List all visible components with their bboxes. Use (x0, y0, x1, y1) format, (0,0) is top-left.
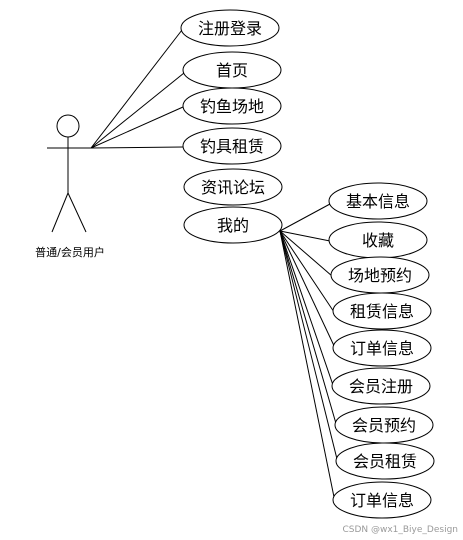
uc-rental-info-label: 租赁信息 (350, 302, 414, 321)
uc-gear-rental: 钓具租赁 (182, 127, 282, 165)
actor-left-leg (51, 192, 69, 233)
uc-rental-info: 租赁信息 (332, 292, 432, 330)
uc-member-booking: 会员预约 (334, 406, 434, 444)
uc-order-info-2: 订单信息 (332, 481, 432, 519)
uc-member-rental: 会员租赁 (335, 442, 435, 480)
uc-basic-info-label: 基本信息 (346, 192, 410, 211)
uc-home: 首页 (182, 51, 282, 89)
watermark: CSDN @wx1_Biye_Design (342, 525, 458, 535)
actor-figure (47, 114, 91, 233)
link-member-register (279, 230, 335, 389)
assoc-register-login (90, 29, 183, 149)
link-favorites (279, 230, 331, 242)
uc-venue-booking: 场地预约 (330, 256, 430, 294)
uc-member-booking-label: 会员预约 (352, 416, 416, 435)
actor-right-leg (67, 192, 87, 233)
uc-venue-booking-label: 场地预约 (348, 266, 412, 285)
uc-favorites: 收藏 (328, 221, 428, 259)
uc-mine-label: 我的 (217, 216, 249, 235)
uc-order-info: 订单信息 (332, 329, 432, 367)
assoc-home (90, 72, 185, 149)
uc-register-login-label: 注册登录 (198, 19, 262, 38)
assoc-gear-rental (90, 146, 184, 149)
uc-member-register-label: 会员注册 (349, 377, 413, 396)
link-member-rental (279, 230, 339, 464)
link-venue-booking (279, 230, 333, 277)
uc-news-forum: 资讯论坛 (183, 168, 283, 206)
uc-order-info-label: 订单信息 (350, 339, 414, 358)
uc-mine: 我的 (183, 206, 283, 244)
uc-member-register: 会员注册 (331, 367, 431, 405)
actor-head (56, 114, 80, 138)
uc-basic-info: 基本信息 (328, 182, 428, 220)
uc-fishing-venue: 钓鱼场地 (182, 87, 282, 125)
uc-news-forum-label: 资讯论坛 (201, 178, 265, 197)
uc-order-info-2-label: 订单信息 (350, 491, 414, 510)
link-basic-info (279, 203, 331, 232)
link-member-booking (279, 230, 338, 428)
uc-favorites-label: 收藏 (362, 231, 394, 250)
uc-home-label: 首页 (216, 61, 248, 80)
actor-label: 普通/会员用户 (35, 245, 105, 259)
assoc-fishing-venue (90, 106, 184, 149)
uc-gear-rental-label: 钓具租赁 (200, 137, 264, 156)
uc-fishing-venue-label: 钓鱼场地 (200, 97, 264, 116)
uc-member-rental-label: 会员租赁 (353, 452, 417, 471)
uc-register-login: 注册登录 (180, 9, 280, 47)
link-order-info-2 (279, 230, 336, 503)
link-rental-info (279, 230, 335, 313)
link-order-info (279, 230, 337, 351)
